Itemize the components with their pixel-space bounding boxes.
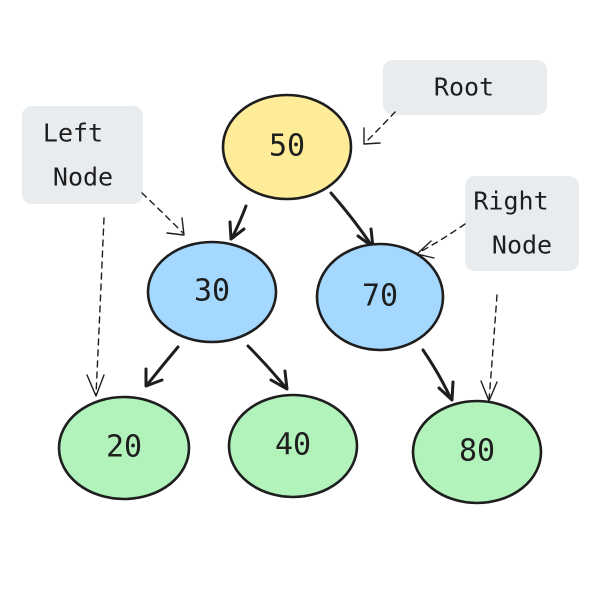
tree-node-30-label: 30 [194,274,230,309]
pointer-left-to-20-arrowhead [86,374,105,397]
edge-30-40 [246,344,289,391]
tree-node-80: 80 [411,399,543,505]
edge-70-80-line [421,348,453,401]
tree-node-40-circle [227,393,359,499]
edge-30-20-line [145,345,180,387]
tree-node-80-circle [411,399,543,505]
edge-30-40-line [246,344,288,390]
tree-node-70-label: 70 [362,279,398,314]
tree-node-80-label: 80 [459,434,495,469]
callout-left-line1: Left [43,119,103,148]
edge-70-80 [421,348,455,402]
tree-node-20-circle [57,395,191,501]
edge-70-80-arrowhead [437,380,455,402]
edge-50-30-line [230,204,248,240]
callout-right-line2: Node [492,231,552,260]
pointer-left-to-30-line [141,192,184,234]
tree-node-20: 20 [57,395,191,501]
edge-30-20-arrowhead [144,367,164,388]
callout-left-box [22,106,143,204]
callout-left-line2: Node [53,163,113,192]
callout-right-box [465,176,579,271]
edge-50-70 [329,191,375,249]
callout-root-text: Root [434,73,494,102]
pointer-left-to-30-arrowhead [166,217,185,236]
callout-root: Root [383,60,547,115]
tree-node-50-circle [221,93,353,201]
edge-50-30 [228,204,248,241]
tree-node-30-circle [146,240,278,344]
tree-node-40-label: 40 [275,428,311,463]
tree-node-70: 70 [315,242,445,352]
pointer-left-to-20-line [95,217,105,396]
pointer-root-arrowhead [363,127,381,145]
edge-50-70-line [329,191,374,248]
pointer-root [363,111,396,145]
pointer-root-line [364,111,396,144]
pointer-right-to-70-line [417,223,466,254]
callout-left-node: Left Node [22,106,143,204]
pointer-left-to-30 [141,192,185,236]
callout-right-line1: Right [473,187,548,216]
edge-50-30-arrowhead [228,220,246,241]
tree-node-30: 30 [146,240,278,344]
tree-node-40: 40 [227,393,359,499]
tree-node-50-label: 50 [269,129,305,164]
pointer-left-to-20 [86,217,105,397]
tree-node-70-circle [315,242,445,352]
pointer-right-to-80-line [488,294,498,401]
tree-node-20-label: 20 [106,430,142,465]
edge-30-40-arrowhead [269,369,289,391]
callout-root-box [383,60,547,115]
callout-right-node: Right Node [465,176,579,271]
pointer-right-to-80 [480,294,498,402]
pointer-right-to-70 [416,223,466,259]
tree-node-50: 50 [221,93,353,201]
edge-30-20 [144,345,180,388]
